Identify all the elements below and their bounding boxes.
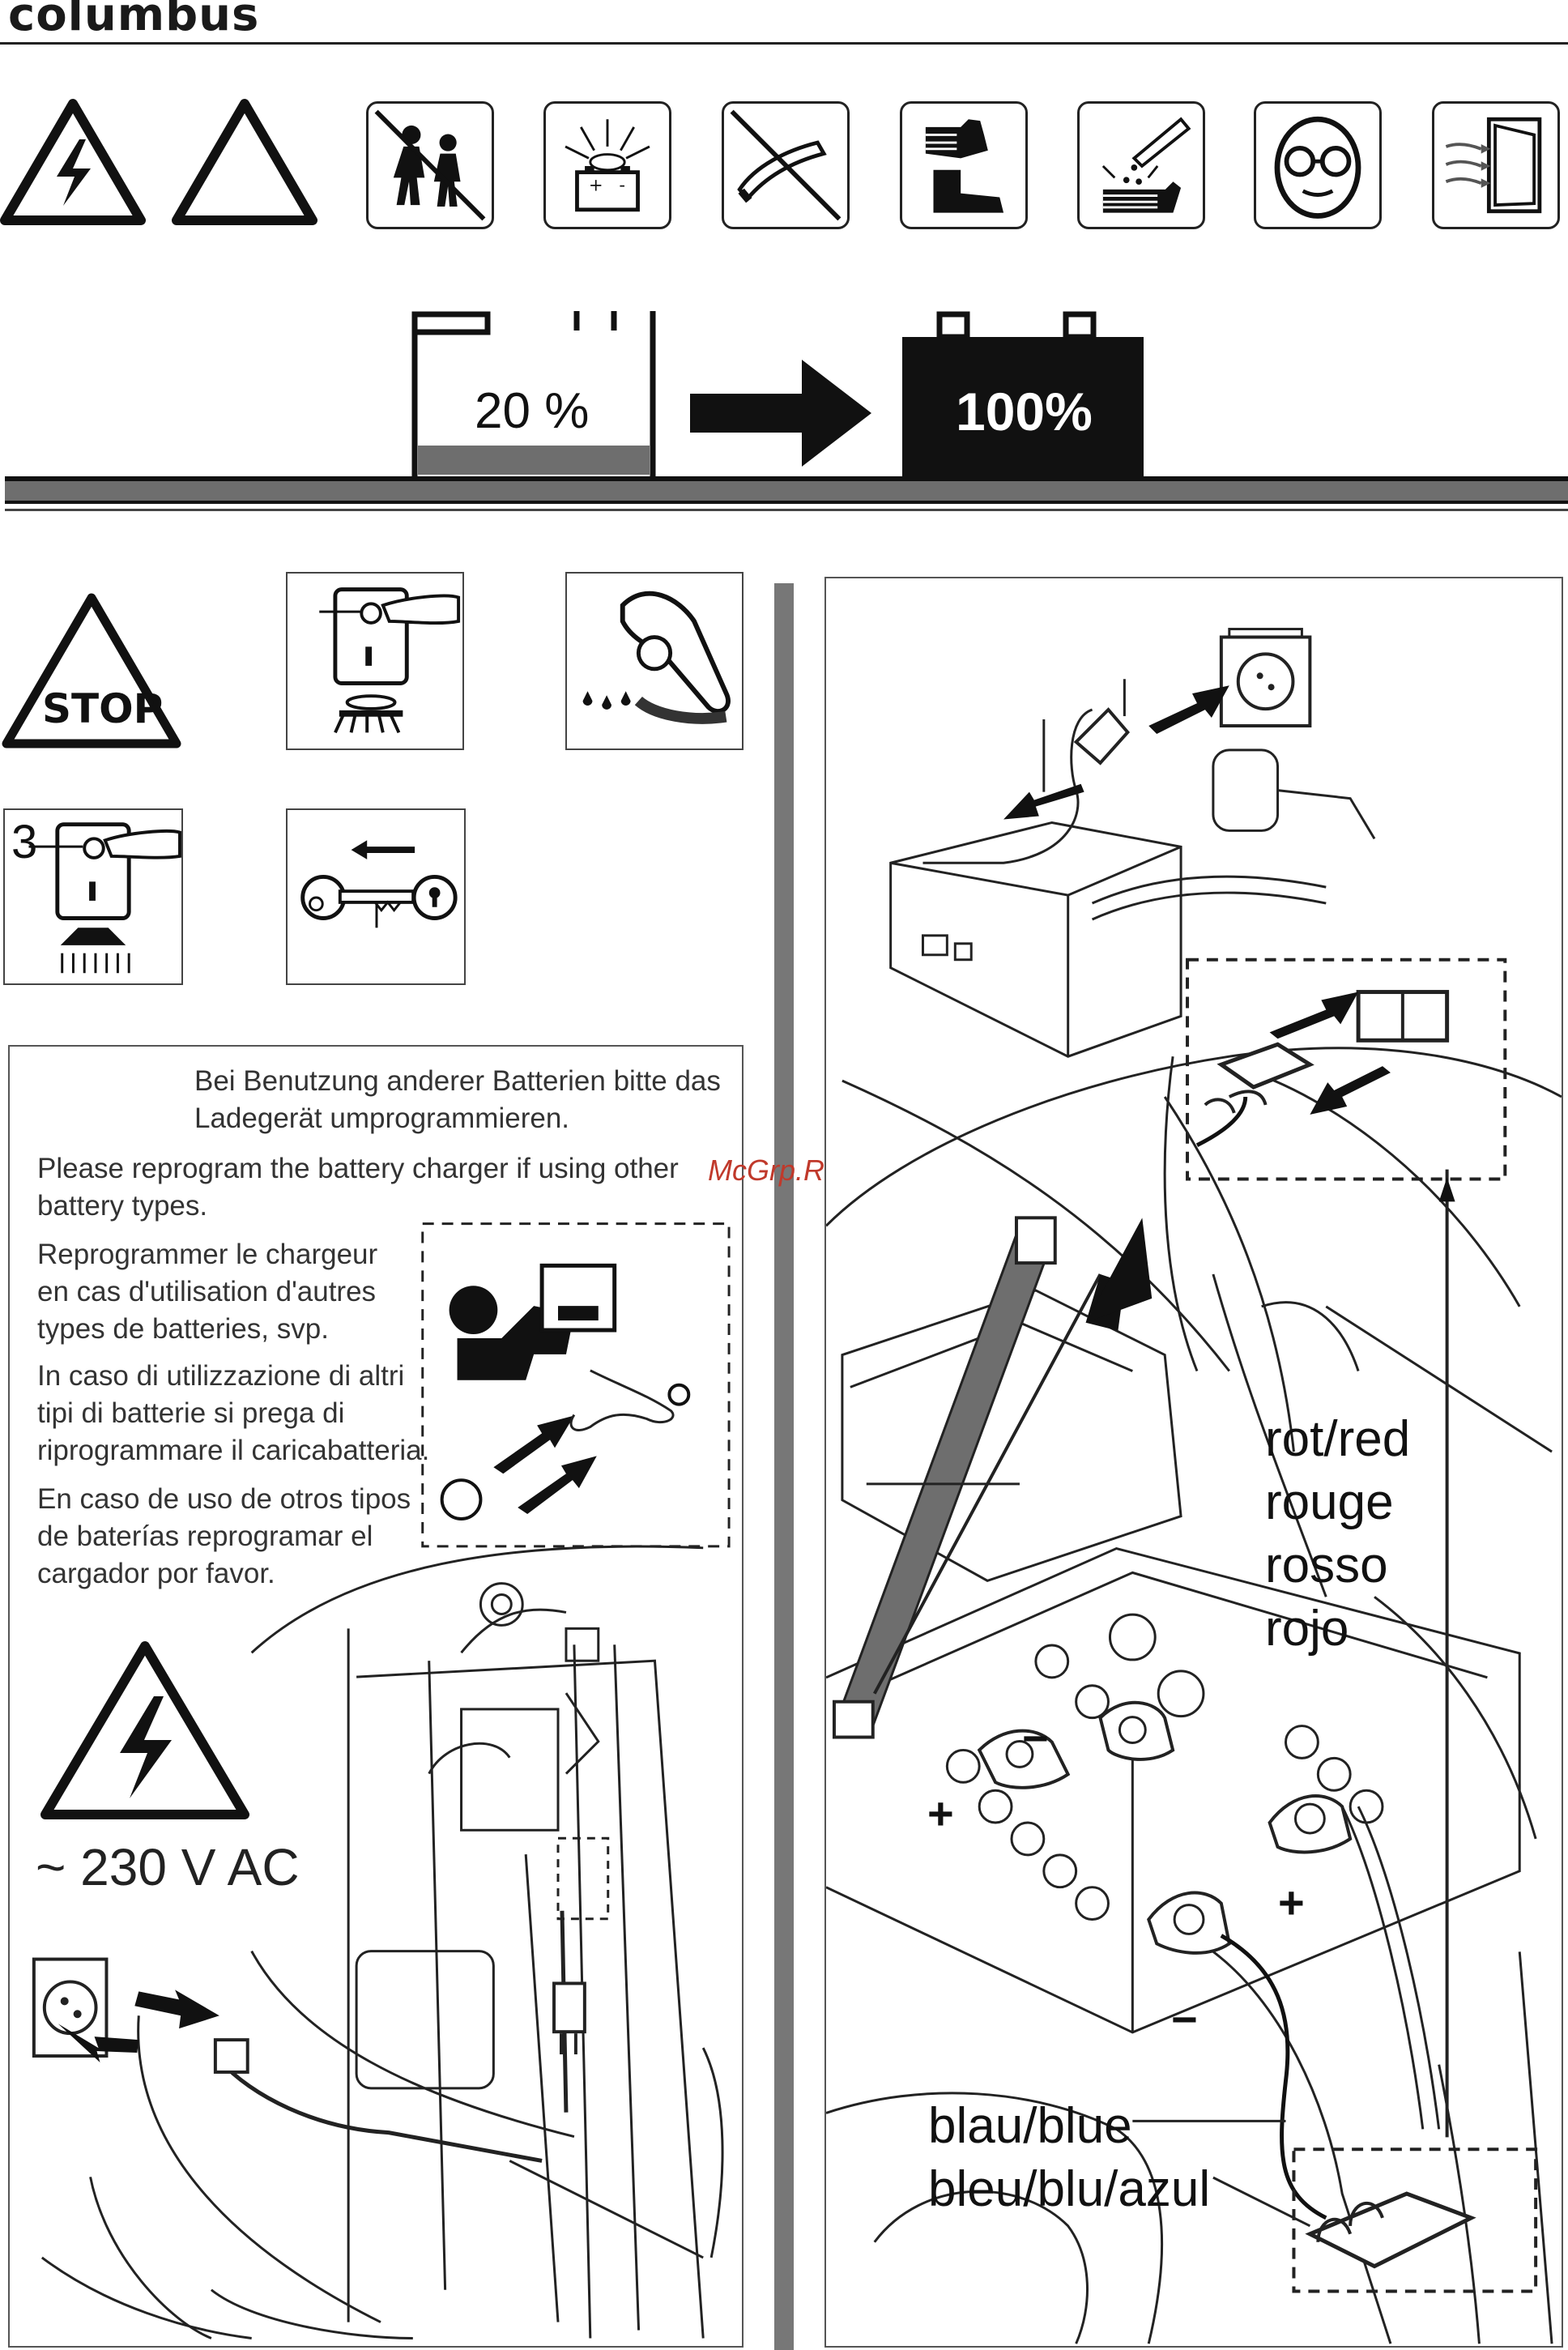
instruction-es-line1: En caso de uso de otros tipos [37, 1483, 411, 1515]
charge-level-start: 20 % [475, 383, 590, 439]
charge-level-full: 100% [956, 382, 1093, 441]
instruction-it-line1: In caso di utilizzazione di altri [37, 1360, 405, 1392]
goggles-icon [1254, 101, 1382, 229]
instruction-en: Please reprogram the battery charger if … [37, 1150, 679, 1225]
section-rule [5, 509, 1568, 511]
no-children-icon [366, 101, 494, 229]
instruction-de-line1: Bei Benutzung anderer Batterien bitte da… [194, 1065, 721, 1097]
blue-cable-label-line1: blau/blue [928, 2098, 1132, 2154]
instruction-en-line2: battery types. [37, 1190, 208, 1222]
water-valve-icon [565, 572, 744, 750]
watermark: McGrp.Ru [708, 1154, 842, 1187]
brush-switch-icon [286, 572, 464, 750]
battery-connection-panel [824, 577, 1563, 2348]
no-smoking-icon [722, 101, 850, 229]
plus-sign-left: + [927, 1788, 954, 1839]
gloves-boots-icon [900, 101, 1028, 229]
plus-sign-right: + [1278, 1877, 1305, 1928]
instruction-it-line2: tipi di batterie si prega di [37, 1397, 345, 1429]
floor-band [5, 476, 1568, 504]
red-cable-label-de-en: rot/red [1265, 1411, 1411, 1467]
blue-cable-label: blau/blue bleu/blu/azul [928, 2095, 1210, 2221]
minus-sign-bottom: − [1171, 1994, 1198, 2045]
charge-diagram [0, 300, 1568, 518]
acid-hand-icon [1077, 101, 1205, 229]
instruction-fr-line3: types de batteries, svp. [37, 1313, 329, 1345]
ventilation-icon [1432, 101, 1560, 229]
minus-sign-top: − [1022, 1712, 1049, 1764]
step-number: 3 [11, 816, 38, 868]
high-voltage-icon [36, 1636, 254, 1824]
instruction-fr-line1: Reprogrammer le chargeur [37, 1239, 378, 1270]
key-remove-icon [286, 808, 466, 985]
suction-switch-icon [3, 808, 183, 985]
red-cable-label: rot/red rouge rosso rojo [1265, 1408, 1410, 1661]
electric-hazard-icon [0, 97, 146, 227]
battery-gas-icon: +- [543, 101, 671, 229]
stop-label: STOP [42, 685, 164, 732]
svg-text:-: - [619, 175, 625, 195]
instruction-de-line2: Ladegerät umprogrammieren. [194, 1102, 570, 1134]
red-cable-label-it: rosso [1265, 1538, 1388, 1593]
red-cable-label-es: rojo [1265, 1601, 1349, 1657]
warning-triangle-icon [172, 97, 317, 227]
red-cable-label-fr: rouge [1265, 1474, 1394, 1530]
instruction-es-line3: cargador por favor. [37, 1558, 275, 1589]
svg-text:+: + [589, 175, 603, 195]
instruction-fr-line2: en cas d'utilisation d'autres [37, 1276, 377, 1307]
header-rule [0, 42, 1568, 45]
stop-sign-icon [0, 590, 183, 752]
brand-logo: columbus [8, 0, 260, 41]
instruction-es: En caso de uso de otros tipos de batería… [37, 1481, 411, 1593]
instruction-fr: Reprogrammer le chargeur en cas d'utilis… [37, 1236, 377, 1348]
voltage-label: ~ 230 V AC [36, 1838, 300, 1896]
instruction-it-line3: riprogrammare il caricabatteria. [37, 1435, 430, 1466]
instruction-en-line1: Please reprogram the battery charger if … [37, 1153, 679, 1184]
instruction-it: In caso di utilizzazione di altri tipi d… [37, 1358, 429, 1469]
instruction-es-line2: de baterías reprogramar el [37, 1520, 373, 1552]
instruction-de: Bei Benutzung anderer Batterien bitte da… [194, 1063, 721, 1137]
blue-cable-label-line2: bleu/blu/azul [928, 2161, 1211, 2217]
column-divider [774, 583, 794, 2350]
